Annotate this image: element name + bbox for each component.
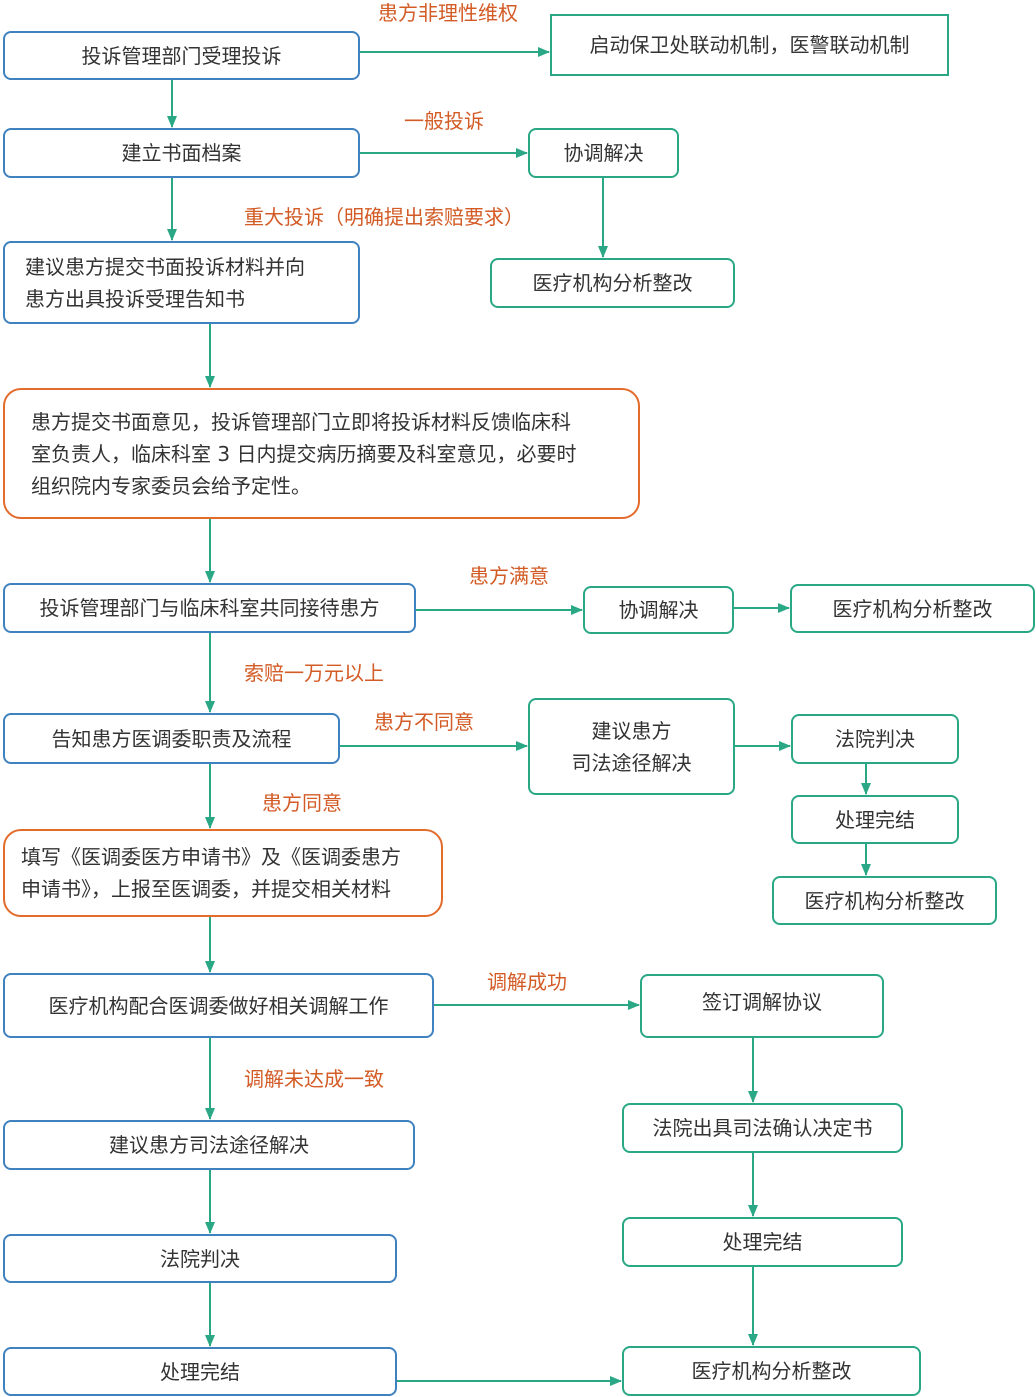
receive-complaint-box: 投诉管理部门受理投诉 — [3, 31, 360, 80]
done-text-1: 处理完结 — [835, 807, 915, 832]
done-text-2: 处理完结 — [722, 1230, 803, 1254]
opinion-text-line-3: 组织院内专家委员会给予定性。 — [31, 473, 311, 498]
opinion-text-line-1: 患方提交书面意见，投诉管理部门立即将投诉材料反馈临床科 — [31, 409, 571, 434]
rectify-text-2: 医疗机构分析整改 — [832, 596, 993, 621]
inform-committee-text: 告知患方医调委职责及流程 — [51, 726, 292, 751]
court-judgment-box-1: 法院判决 — [791, 714, 959, 764]
rectify-box-2: 医疗机构分析整改 — [790, 584, 1035, 633]
cooperate-mediation-box: 医疗机构配合医调委做好相关调解工作 — [3, 973, 434, 1038]
inform-committee-box: 告知患方医调委职责及流程 — [3, 713, 340, 764]
rectify-box-1: 医疗机构分析整改 — [490, 258, 735, 308]
court-judgment-text-1: 法院判决 — [835, 727, 915, 751]
rectify-text-3: 医疗机构分析整改 — [804, 888, 965, 913]
security-linkage-box: 启动保卫处联动机制，医警联动机制 — [550, 14, 949, 76]
label-patient-satisfied: 患方满意 — [469, 564, 549, 588]
rectify-text-4: 医疗机构分析整改 — [691, 1359, 852, 1383]
fill-application-box: 填写《医调委医方申请书》及《医调委患方 申请书》，上报至医调委，并提交相关材料 — [3, 829, 443, 917]
security-linkage-text: 启动保卫处联动机制，医警联动机制 — [589, 33, 910, 57]
done-text-3: 处理完结 — [160, 1359, 240, 1384]
judicial-suggest-text-line-1: 建议患方 — [591, 718, 672, 743]
label-major-complaint: 重大投诉（明确提出索赔要求） — [244, 205, 524, 229]
fill-application-text-line-1: 填写《医调委医方申请书》及《医调委患方 — [21, 845, 401, 869]
label-claim-over-10000: 索赔一万元以上 — [244, 661, 384, 685]
suggest-text-line-1: 建议患方提交书面投诉材料并向 — [25, 254, 305, 279]
label-mediation-success: 调解成功 — [487, 970, 567, 994]
coordinate-box-2: 协调解决 — [583, 586, 734, 634]
court-confirmation-text: 法院出具司法确认决定书 — [652, 1116, 873, 1140]
suggest-written-materials-box: 建议患方提交书面投诉材料并向 患方出具投诉受理告知书 — [3, 241, 360, 324]
archive-text: 建立书面档案 — [121, 141, 242, 165]
joint-reception-text: 投诉管理部门与临床科室共同接待患方 — [39, 596, 380, 620]
receive-complaint-text: 投诉管理部门受理投诉 — [81, 43, 282, 68]
coordinate-box-1: 协调解决 — [528, 128, 679, 178]
judicial-suggest-text-line-2: 司法途径解决 — [571, 750, 692, 775]
court-confirmation-box: 法院出具司法确认决定书 — [622, 1103, 903, 1153]
coordinate-text-2: 协调解决 — [618, 598, 699, 622]
written-opinion-box: 患方提交书面意见，投诉管理部门立即将投诉材料反馈临床科 室负责人，临床科室 3 … — [3, 388, 640, 519]
rectify-box-4: 医疗机构分析整改 — [622, 1346, 921, 1396]
label-general-complaint: 一般投诉 — [404, 109, 484, 133]
cooperate-mediation-text: 医疗机构配合医调委做好相关调解工作 — [48, 993, 389, 1018]
done-box-2: 处理完结 — [622, 1217, 903, 1267]
done-box-3: 处理完结 — [3, 1347, 397, 1396]
judicial-suggest-box: 建议患方 司法途径解决 — [528, 698, 735, 795]
done-box-1: 处理完结 — [791, 795, 959, 844]
fill-application-text-line-2: 申请书》，上报至医调委，并提交相关材料 — [21, 877, 391, 901]
suggest-text-line-2: 患方出具投诉受理告知书 — [25, 286, 245, 311]
joint-reception-box: 投诉管理部门与临床科室共同接待患方 — [3, 583, 416, 633]
label-patient-disagree: 患方不同意 — [374, 710, 474, 734]
sign-agreement-text: 签订调解协议 — [702, 990, 822, 1014]
opinion-text-line-2: 室负责人，临床科室 3 日内提交病历摘要及科室意见，必要时 — [31, 441, 577, 466]
label-irrational: 患方非理性维权 — [378, 1, 518, 25]
archive-box: 建立书面档案 — [3, 128, 360, 178]
judicial-suggest-text-2: 建议患方司法途径解决 — [109, 1133, 309, 1157]
rectify-text-1: 医疗机构分析整改 — [532, 271, 693, 295]
coordinate-text-1: 协调解决 — [563, 141, 644, 165]
label-mediation-failed: 调解未达成一致 — [244, 1067, 384, 1091]
label-patient-agree: 患方同意 — [262, 791, 342, 815]
court-judgment-box-2: 法院判决 — [3, 1234, 397, 1283]
sign-agreement-box: 签订调解协议 — [640, 974, 884, 1038]
court-judgment-text-2: 法院判决 — [160, 1246, 240, 1271]
rectify-box-3: 医疗机构分析整改 — [772, 876, 997, 925]
judicial-suggest-box-2: 建议患方司法途径解决 — [3, 1120, 415, 1170]
